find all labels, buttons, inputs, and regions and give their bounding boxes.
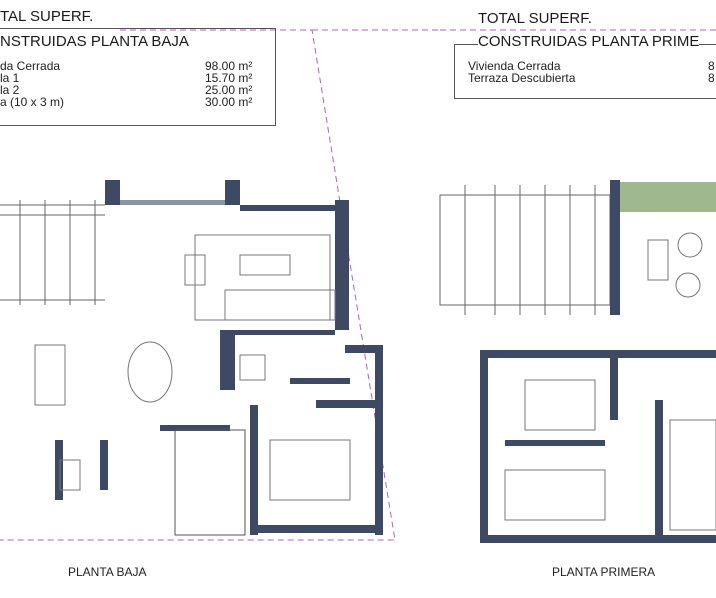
row-label: a (10 x 3 m) xyxy=(0,95,65,109)
row-value: 25.00 m² xyxy=(205,83,253,97)
row-label: la 2 xyxy=(0,83,20,97)
row-label: Vivienda Cerrada xyxy=(468,59,561,73)
planter xyxy=(618,182,716,212)
row-value: 8 xyxy=(708,59,715,73)
walls xyxy=(480,180,716,543)
row-label: Terraza Descubierta xyxy=(468,71,576,85)
table-title-2: CONSTRUIDAS PLANTA PRIME xyxy=(478,33,700,50)
furniture xyxy=(504,232,716,531)
plan-label-planta-baja: PLANTA BAJA xyxy=(68,565,147,579)
table-title-1: TAL SUPERF. xyxy=(0,8,94,25)
row-value: 30.00 m² xyxy=(205,95,253,109)
ground-floor-plan xyxy=(0,180,383,536)
pergola xyxy=(439,185,611,315)
pergola xyxy=(0,200,105,305)
planta-baja-area-table xyxy=(0,28,276,126)
row-value: 15.70 m² xyxy=(205,71,253,85)
table-title-2: NSTRUIDAS PLANTA BAJA xyxy=(0,33,189,50)
furniture xyxy=(34,234,351,501)
plan-label-planta-primera: PLANTA PRIMERA xyxy=(552,565,656,579)
row-value: 8 xyxy=(708,71,715,85)
row-label: la 1 xyxy=(0,71,20,85)
table-title-1: TOTAL SUPERF. xyxy=(478,10,595,27)
first-floor-plan xyxy=(439,180,716,543)
walls xyxy=(55,180,383,536)
row-value: 98.00 m² xyxy=(205,59,253,73)
dashed-outline xyxy=(0,29,716,541)
row-label: da Cerrada xyxy=(0,59,61,73)
